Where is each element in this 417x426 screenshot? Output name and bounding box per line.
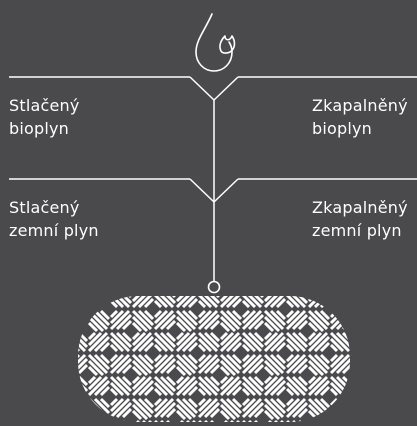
label-compressed-biogas: Stlačený bioplyn [9,94,80,140]
label-liquefied-biogas: Zkapalněný bioplyn [312,94,408,140]
label-compressed-natural-gas: Stlačený zemní plyn [9,196,99,242]
label-line-1: Zkapalněný [312,198,408,217]
hatched-reservoir-icon [78,296,350,422]
label-line-1: Zkapalněný [312,96,408,115]
node-circle [207,280,221,294]
label-line-1: Stlačený [9,96,80,115]
label-line-1: Stlačený [9,198,80,217]
label-liquefied-natural-gas: Zkapalněný zemní plyn [312,196,408,242]
label-line-2: bioplyn [312,119,373,138]
label-line-2: zemní plyn [312,221,402,240]
label-line-2: bioplyn [9,119,70,138]
top-connector-lines [9,76,417,101]
label-line-2: zemní plyn [9,221,99,240]
bottom-connector-lines [9,178,417,203]
drop-with-flame-icon [195,13,236,72]
